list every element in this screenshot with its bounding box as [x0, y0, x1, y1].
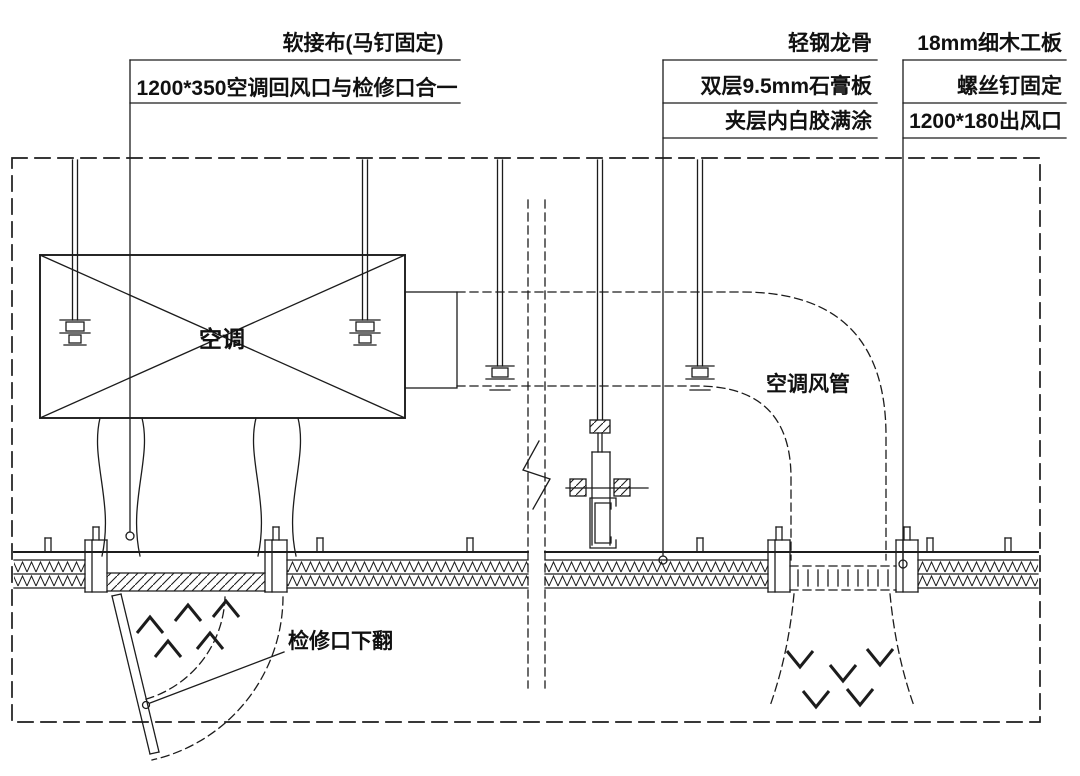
label-gypsum-board: 双层9.5mm石膏板 — [700, 74, 873, 98]
ceiling-band — [13, 551, 1039, 589]
bolt-nut-left — [569, 478, 587, 497]
ac-hanger-rod-right — [349, 159, 381, 346]
outlet-edge-right — [895, 526, 919, 593]
return-opening-edge-left — [84, 526, 108, 593]
label-screws: 螺丝钉固定 — [957, 74, 1062, 98]
return-opening-edge-right — [264, 526, 288, 593]
label-access-flip: 检修口下翻 — [288, 629, 393, 653]
section-break — [522, 199, 551, 689]
c-channel-inner — [594, 502, 612, 544]
duct-run-bottom — [456, 385, 792, 561]
duct-stub — [404, 291, 458, 389]
duct-hanger-left — [485, 159, 515, 391]
label-steel-keel: 轻钢龙骨 — [788, 31, 872, 55]
panel-swing-arc-inner — [142, 596, 226, 701]
leader-dot — [125, 531, 135, 541]
flexible-connection-left — [96, 417, 146, 557]
hanger-nut — [589, 419, 611, 434]
ceiling-clips — [44, 537, 1012, 553]
label-ac-unit: 空调 — [199, 326, 245, 352]
access-leader-line — [149, 651, 285, 704]
callout-return-vent: 软接布(马钉固定) 1200*350空调回风口与检修口合一 — [125, 31, 461, 541]
label-air-outlet: 1200*180出风口 — [909, 110, 1062, 133]
break-zigzag — [522, 440, 551, 510]
duct-hanger-right — [685, 159, 715, 391]
callout-outlet: 18mm细木工板 螺丝钉固定 1200*180出风口 — [898, 31, 1067, 569]
callout-keel: 轻钢龙骨 双层9.5mm石膏板 夹层内白胶满涂 — [658, 31, 878, 565]
label-ac-duct: 空调风管 — [766, 372, 850, 396]
panel-swing-arc-outer — [151, 596, 284, 761]
label-soft-cloth: 软接布(马钉固定) — [283, 31, 444, 55]
label-blockboard: 18mm细木工板 — [917, 31, 1063, 55]
bolt-nut-right — [613, 478, 631, 497]
outlet-grille — [789, 565, 897, 591]
access-leader-dot — [141, 700, 151, 710]
supply-airflow — [769, 593, 915, 710]
ac-hanger-rod-left — [59, 159, 91, 346]
flexible-connection-right — [252, 417, 302, 557]
label-return-vent: 1200*350空调回风口与检修口合一 — [137, 76, 458, 100]
return-grille — [106, 572, 266, 592]
outlet-edge-left — [767, 526, 791, 593]
ac-unit: 空调 — [39, 254, 406, 419]
access-panel-flipped — [111, 593, 160, 755]
return-airflow-arrows — [135, 598, 241, 658]
label-white-glue: 夹层内白胶满涂 — [725, 109, 873, 133]
main-ceiling-hanger — [565, 159, 649, 549]
duct-run-top — [456, 291, 887, 561]
c-channel-outer — [589, 497, 617, 549]
drawing-border — [11, 157, 1041, 723]
